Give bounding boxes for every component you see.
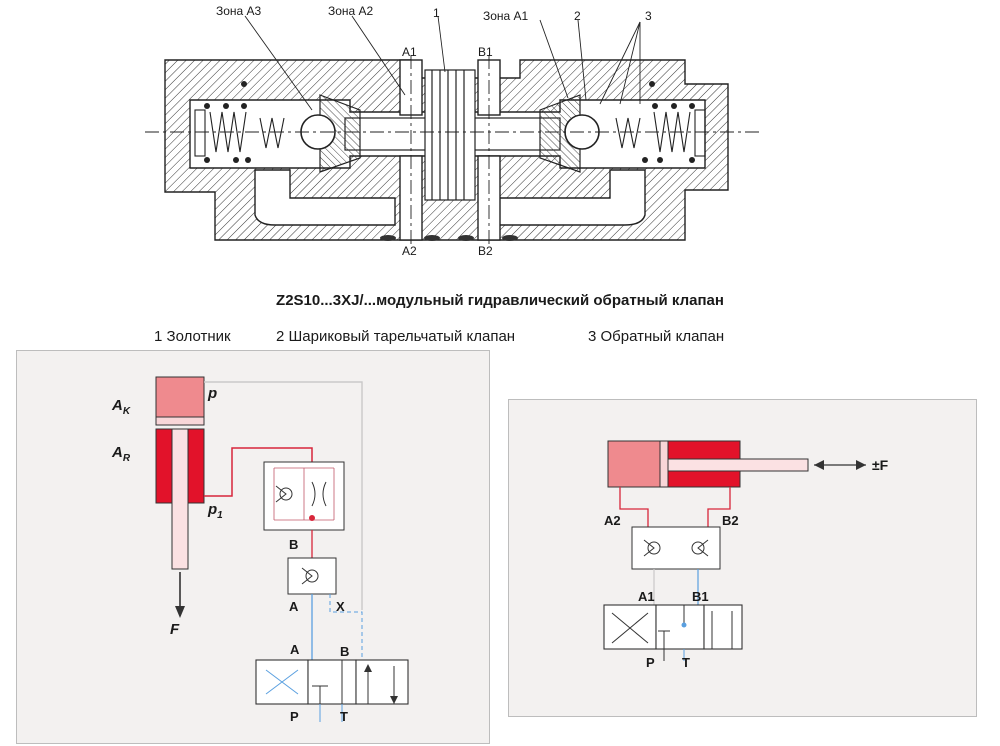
label-pressure-p: p <box>208 385 218 402</box>
right-valve-left-arrows <box>611 612 649 644</box>
right-check-seat-2 <box>697 539 709 557</box>
label-right-force: ±F <box>872 457 889 473</box>
label-left-x: X <box>336 599 345 614</box>
right-schematic-panel <box>508 399 977 717</box>
force-arrowhead <box>175 606 185 618</box>
port-seals <box>380 235 518 241</box>
label-left-t-port: T <box>340 709 348 724</box>
right-a2-line <box>619 487 649 527</box>
centerlines <box>145 55 760 245</box>
legend-item-1: 1 Золотник <box>154 328 231 345</box>
right-valve-left <box>603 604 657 650</box>
throttle-symbol <box>311 481 327 507</box>
label-port-b1: B1 <box>478 45 493 59</box>
piston-rod <box>171 428 189 570</box>
right-b2-line <box>707 487 731 527</box>
right-piston <box>659 440 669 488</box>
check-throttle-internal <box>273 467 335 521</box>
valve-center-paths <box>312 660 343 704</box>
right-valve-center <box>655 604 705 650</box>
directional-valve-right <box>355 659 409 705</box>
label-right-t-port: T <box>682 655 690 670</box>
legend-item-3: 3 Обратный клапан <box>588 328 725 345</box>
label-area-k: AK <box>112 397 131 417</box>
module-bottom-junction <box>309 515 315 521</box>
seal-dots <box>204 81 695 163</box>
label-zone-a1: Зона А1 <box>483 9 529 23</box>
label-callout-2: 2 <box>574 9 581 23</box>
label-valve-a: A <box>290 642 300 657</box>
label-right-p-port: P <box>646 655 655 670</box>
label-valve-b: B <box>340 644 350 659</box>
right-valve-right-arrows <box>711 611 733 649</box>
legend-item-2: 2 Шариковый тарельчатый клапан <box>276 328 516 345</box>
valve-cross-section <box>145 15 760 245</box>
label-zone-a2: Зона А2 <box>328 4 374 18</box>
piston <box>155 416 205 426</box>
valve-left-arrows <box>265 669 299 695</box>
label-zone-a3: Зона А3 <box>216 4 262 18</box>
label-right-a1: A1 <box>638 589 655 604</box>
check-seat-2 <box>301 567 313 585</box>
label-right-b2: B2 <box>722 513 739 528</box>
label-callout-3: 3 <box>645 9 652 23</box>
right-cylinder-cap <box>607 440 661 488</box>
cylinder-cap-chamber <box>155 376 205 422</box>
check-seat-1 <box>275 485 287 503</box>
springs <box>194 109 706 157</box>
label-left-a: A <box>289 599 299 614</box>
label-area-r: AR <box>112 444 131 464</box>
label-right-a2: A2 <box>604 513 621 528</box>
label-port-a2: A2 <box>402 244 417 258</box>
label-port-a1: A1 <box>402 45 417 59</box>
right-valve-dot <box>681 622 687 628</box>
spool <box>319 69 581 201</box>
right-check-seat-1 <box>643 539 655 557</box>
right-schematic <box>603 440 866 661</box>
label-right-b1: B1 <box>692 589 709 604</box>
label-force-f: F <box>170 621 180 638</box>
figure-title: Z2S10...3XJ/...модульный гидравлический … <box>276 292 724 309</box>
label-callout-1: 1 <box>433 6 440 20</box>
directional-valve-center <box>307 659 357 705</box>
rod-line <box>204 447 313 497</box>
right-piston-rod <box>667 458 809 472</box>
label-port-b2: B2 <box>478 244 493 258</box>
cap-line <box>204 381 363 610</box>
valve-right-arrowheads <box>364 664 398 704</box>
double-check-module <box>631 526 721 570</box>
right-valve-right <box>703 604 743 650</box>
label-left-p-port: P <box>290 709 299 724</box>
label-left-b: B <box>289 537 299 552</box>
label-pressure-p1: p1 <box>208 501 223 521</box>
left-schematic <box>155 376 409 722</box>
x-pilot-line <box>329 594 363 670</box>
left-schematic-panel <box>16 350 490 744</box>
leader-lines <box>244 15 641 111</box>
